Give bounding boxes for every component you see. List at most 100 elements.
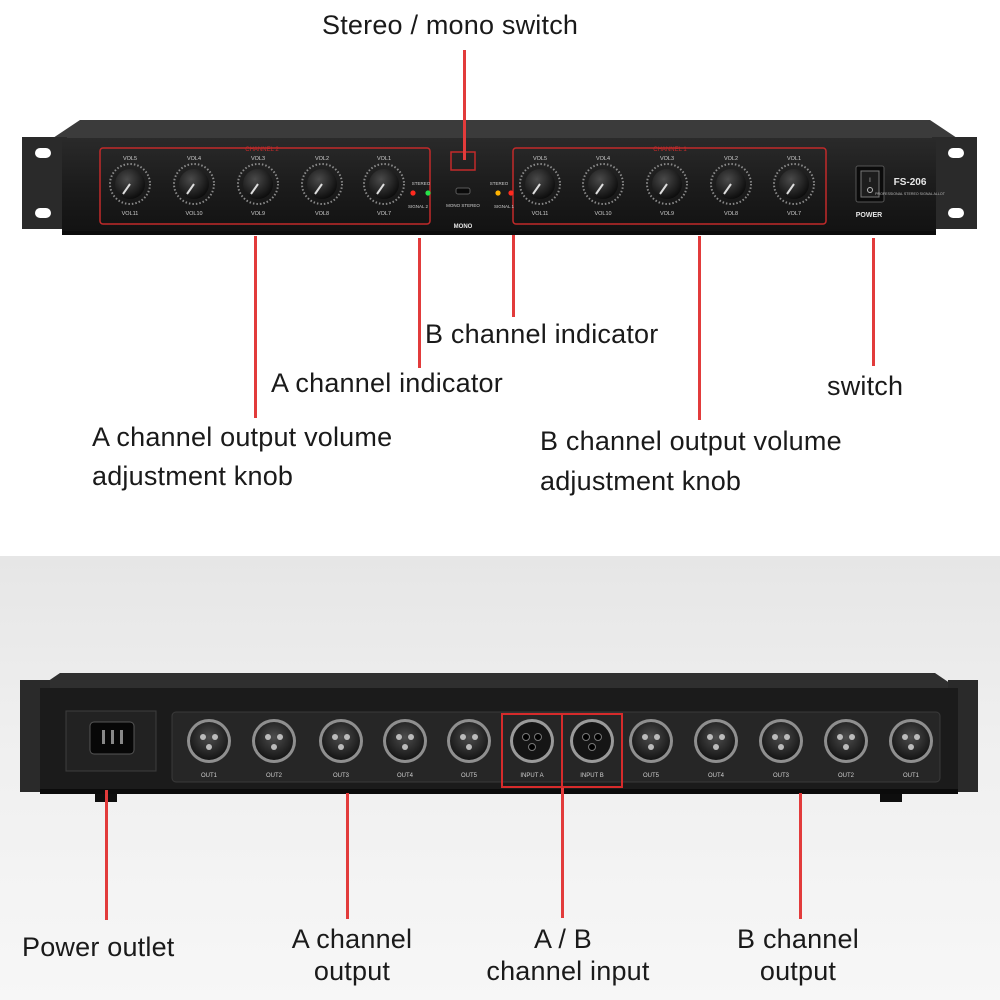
label-a-knob-line2: adjustment knob [92, 461, 294, 491]
rocker-mark-on: I [869, 178, 871, 184]
channel-b-title: CHANNEL 1 [653, 147, 687, 153]
knob-bottom-label: VOL9 [251, 211, 265, 217]
xlr-output[interactable] [319, 719, 363, 763]
xlr-input[interactable] [570, 719, 614, 763]
stereo-label-a: STEREO [412, 181, 431, 186]
output-label: OUT2 [838, 773, 855, 779]
stereo-label-b: STEREO [490, 181, 509, 186]
knob-bottom-label: VOL11 [122, 211, 139, 217]
xlr-output[interactable] [252, 719, 296, 763]
label-b-output-line1: B channel [737, 924, 859, 954]
xlr-output[interactable] [694, 719, 738, 763]
callout-line-stereo-mono [463, 50, 466, 160]
knob-bottom-label: VOL10 [594, 211, 611, 217]
knob-top-label: VOL1 [377, 156, 391, 162]
input-label: INPUT A [520, 773, 543, 779]
xlr-output[interactable] [824, 719, 868, 763]
volume-knob[interactable] [710, 163, 752, 205]
volume-knob[interactable] [773, 163, 815, 205]
knob-bottom-label: VOL7 [377, 211, 391, 217]
volume-knob[interactable] [363, 163, 405, 205]
mono-logo: MONO [454, 224, 473, 230]
led-a-green [425, 190, 431, 196]
label-a-output-line2: output [313, 956, 391, 986]
volume-knob[interactable] [109, 163, 151, 205]
xlr-output[interactable] [187, 719, 231, 763]
label-stereo-mono-switch: Stereo / mono switch [322, 10, 579, 40]
knob-bottom-label: VOL8 [724, 211, 738, 217]
callout-line-b-knob [698, 236, 701, 420]
callout-line-a-indicator [418, 238, 421, 368]
rack-hole [35, 148, 51, 158]
volume-knob[interactable] [173, 163, 215, 205]
knob-bottom-label: VOL10 [185, 211, 202, 217]
label-b-output-line2: output [759, 956, 837, 986]
xlr-output[interactable] [759, 719, 803, 763]
rubber-foot [880, 794, 902, 802]
label-b-knob-line2: adjustment knob [540, 466, 742, 496]
rack-hole [948, 148, 964, 158]
label-a-output-line1: A channel [291, 924, 413, 954]
knob-top-label: VOL3 [251, 156, 265, 162]
led-a-red [410, 190, 416, 196]
volume-knob[interactable] [237, 163, 279, 205]
label-switch: switch [827, 371, 904, 401]
power-label: POWER [856, 212, 882, 219]
knob-top-label: VOL3 [660, 156, 674, 162]
knob-group-a: VOL5 VOL4 VOL3 VOL2 VOL1 VOL11 VOL10 VOL… [109, 156, 405, 217]
label-b-channel-indicator: B channel indicator [425, 319, 659, 349]
knob-top-label: VOL4 [187, 156, 201, 162]
channel-a-title: CHANNEL 2 [245, 147, 279, 153]
knob-top-label: VOL2 [315, 156, 329, 162]
output-label: OUT3 [773, 773, 790, 779]
output-label: OUT1 [201, 773, 218, 779]
xlr-outputs-b [629, 719, 933, 763]
callout-line-a-knob [254, 236, 257, 418]
knob-top-label: VOL5 [123, 156, 137, 162]
xlr-output[interactable] [889, 719, 933, 763]
model-subtitle: PROFESSIONAL STEREO SIGNAL ALLOT [875, 192, 946, 196]
label-ab-input-line1: A / B [533, 924, 593, 954]
signal-label-b: SIGNAL 1 [494, 204, 515, 209]
knob-bottom-label: VOL9 [660, 211, 674, 217]
output-label: OUT2 [266, 773, 283, 779]
label-power-outlet: Power outlet [22, 932, 175, 962]
output-label: OUT4 [708, 773, 725, 779]
front-panel-section [0, 0, 1000, 540]
power-rocker [860, 170, 880, 198]
connector-panel [171, 711, 941, 783]
xlr-output[interactable] [447, 719, 491, 763]
rear-chassis-top [35, 673, 960, 690]
channel-a-box [99, 147, 431, 225]
knob-bottom-label: VOL7 [787, 211, 801, 217]
volume-knob[interactable] [301, 163, 343, 205]
channel-b-box [512, 147, 827, 225]
volume-knob[interactable] [519, 163, 561, 205]
chassis-top [50, 120, 960, 140]
knob-group-b: VOL5 VOL4 VOL3 VOL2 VOL1 VOL11 VOL10 VOL… [519, 156, 815, 217]
rack-hole [35, 208, 51, 218]
xlr-output[interactable] [383, 719, 427, 763]
output-label: OUT3 [333, 773, 350, 779]
label-b-knob-line1: B channel output volume [540, 426, 842, 456]
output-label: OUT5 [461, 773, 478, 779]
output-label: OUT5 [643, 773, 660, 779]
volume-knob[interactable] [582, 163, 624, 205]
model-name: FS-206 [894, 177, 927, 188]
xlr-input[interactable] [510, 719, 554, 763]
volume-knob[interactable] [646, 163, 688, 205]
knob-bottom-label: VOL11 [532, 211, 549, 217]
mono-stereo-text: MONO STEREO [446, 203, 480, 208]
output-label: OUT1 [903, 773, 920, 779]
xlr-output[interactable] [629, 719, 673, 763]
knob-top-label: VOL1 [787, 156, 801, 162]
mono-stereo-switch[interactable] [455, 187, 471, 195]
callout-line-switch [872, 238, 875, 366]
xlr-outputs-a [187, 719, 491, 763]
input-label: INPUT B [580, 773, 604, 779]
knob-top-label: VOL4 [596, 156, 610, 162]
label-a-channel-indicator: A channel indicator [271, 368, 503, 398]
rocker-mark-off [867, 187, 873, 193]
front-panel-device: CHANNEL 2 CHANNEL 1 VOL5 VOL4 VOL3 VOL2 … [22, 120, 977, 235]
